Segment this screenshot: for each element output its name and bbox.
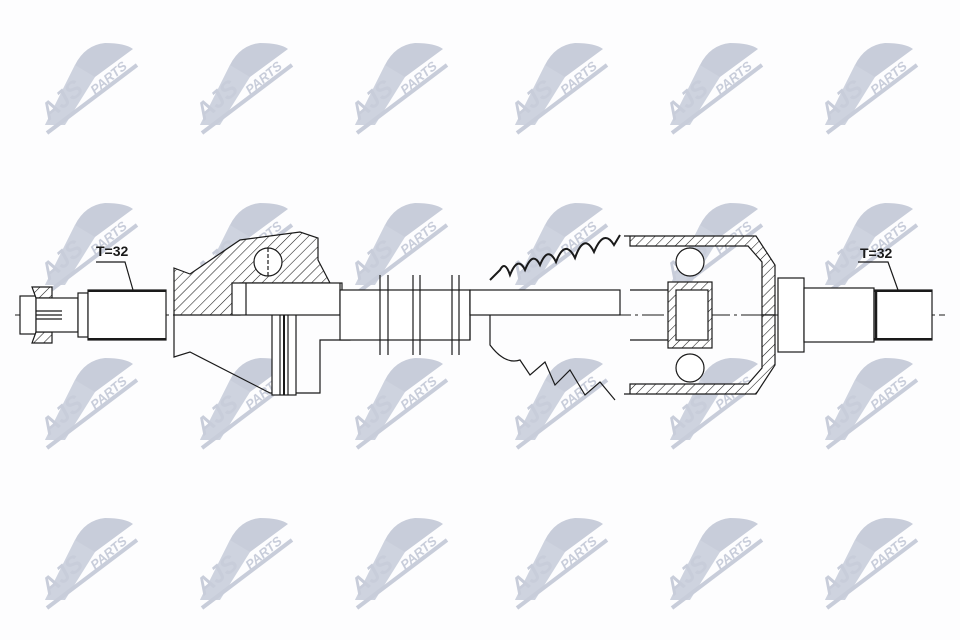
middle-shaft: [339, 275, 471, 355]
left-nut: [19, 286, 79, 344]
left-spline-count-label: T=32: [96, 243, 129, 259]
right-spline-shaft: [777, 261, 933, 353]
outer-cv-joint: [173, 231, 351, 396]
inner-cv-joint: [624, 235, 776, 395]
inner-boot: [469, 234, 621, 401]
left-spline-shaft: [77, 261, 167, 341]
right-spline-count-label: T=32: [860, 245, 893, 261]
